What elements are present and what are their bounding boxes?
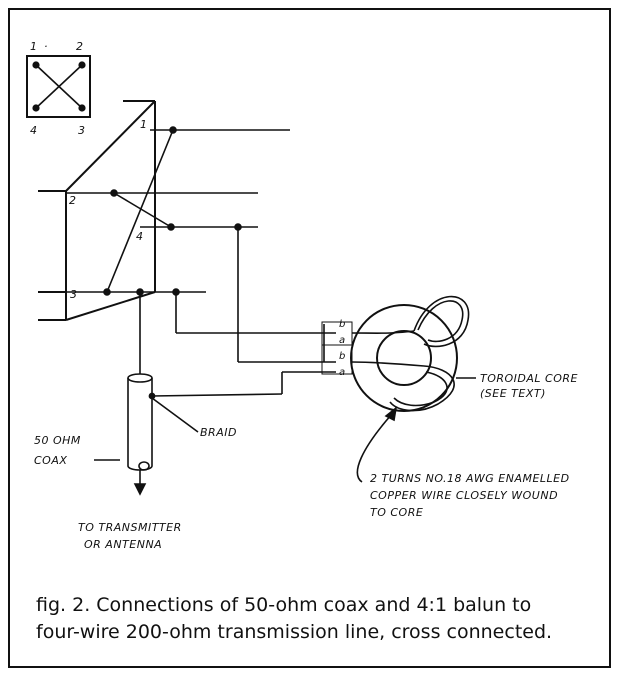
label-dest-1: TO TRANSMITTER <box>78 521 182 534</box>
toroidal-core <box>350 295 470 412</box>
balun-b2: b <box>339 351 345 362</box>
inset-key: 1 · 2 4 3 <box>26 40 91 137</box>
inset-pin-1: 1 <box>30 40 37 53</box>
rack-pin-1: 1 <box>140 118 147 131</box>
label-braid: BRAID <box>200 426 237 439</box>
label-turns-3: TO CORE <box>370 506 423 519</box>
inset-pin-4: 4 <box>30 124 37 137</box>
label-toroidal-1: TOROIDAL CORE <box>480 372 578 385</box>
balun-a1: a <box>339 335 345 346</box>
cross-2-4 <box>113 192 172 228</box>
annotation-pointers <box>94 377 476 483</box>
inset-dot: · <box>44 40 48 53</box>
label-toroidal-2: (SEE TEXT) <box>480 387 546 400</box>
balun-b1: b <box>339 319 345 330</box>
rack-pin-4: 4 <box>136 230 143 243</box>
label-coax-1: 50 OHM <box>34 434 81 447</box>
rack-pin-3: 3 <box>70 288 77 301</box>
inset-pin-2: 2 <box>76 40 83 53</box>
rack-pin-2: 2 <box>69 194 76 207</box>
spreader-insulator <box>38 100 156 321</box>
label-dest-2: OR ANTENNA <box>84 538 162 551</box>
label-coax-2: COAX <box>34 454 67 467</box>
balun-leads <box>151 227 353 397</box>
figure-frame <box>8 8 611 668</box>
balun-a2: a <box>339 367 345 378</box>
label-turns-2: COPPER WIRE CLOSELY WOUND <box>370 489 558 502</box>
figure-caption: fig. 2. Connections of 50-ohm coax and 4… <box>36 592 596 646</box>
caption-line-2: four-wire 200-ohm transmission line, cro… <box>36 621 553 643</box>
label-turns-1: 2 TURNS NO.18 AWG ENAMELLED <box>370 472 570 485</box>
coax-cable <box>127 292 156 496</box>
caption-line-1: fig. 2. Connections of 50-ohm coax and 4… <box>36 594 532 616</box>
inset-pin-3: 3 <box>78 124 85 137</box>
cross-1-3 <box>106 129 174 293</box>
four-wire-line <box>66 126 290 296</box>
